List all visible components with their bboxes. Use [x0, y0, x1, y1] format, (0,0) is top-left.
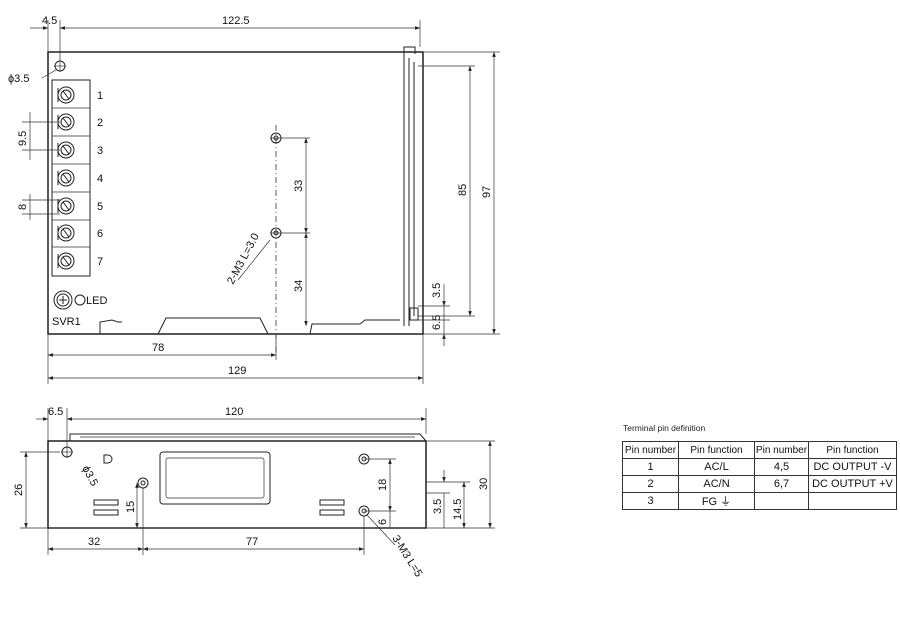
dim-v-3-5-side: 3.5 [432, 499, 444, 514]
dim-v-34: 34 [293, 280, 305, 292]
pin-table-header: Pin function [808, 441, 897, 459]
dim-h-77: 77 [246, 536, 258, 548]
dim-v-26: 26 [13, 484, 25, 496]
pin-number-cell: 3 [622, 492, 679, 510]
screw-note-side: 3-M3 L=5 [389, 533, 424, 579]
pin-table-header: Pin function [678, 441, 755, 459]
table-row: 2 AC/N 6,7 DC OUTPUT +V [622, 475, 897, 493]
terminal-label: 2 [97, 117, 103, 129]
table-row: 3 FG ⏚ [622, 492, 897, 510]
pin-table: Pin number Pin function Pin number Pin f… [622, 441, 897, 510]
pin-function-cell: AC/L [678, 458, 755, 476]
dim-v-33: 33 [293, 180, 305, 192]
terminal-screws [57, 86, 75, 270]
terminal-label: 1 [97, 90, 103, 102]
dim-hole-dia: ϕ3.5 [8, 73, 29, 85]
pin-number-cell: 4,5 [754, 458, 809, 476]
pin-function-cell [808, 492, 897, 510]
dim-h-129: 129 [228, 365, 246, 377]
dim-v-14-5: 14.5 [452, 499, 464, 520]
dim-overall-width: 122.5 [222, 15, 250, 27]
dim-v-18: 18 [377, 479, 389, 491]
pin-table-header-row: Pin number Pin function Pin number Pin f… [622, 441, 897, 459]
pin-number-cell: 6,7 [754, 475, 809, 493]
table-row: 1 AC/L 4,5 DC OUTPUT -V [622, 458, 897, 476]
svr-label: SVR1 [52, 316, 81, 328]
pin-function-cell: DC OUTPUT +V [808, 475, 897, 493]
led-label: LED [86, 295, 107, 307]
dim-v-97: 97 [481, 186, 493, 198]
dim-v-3-5: 3.5 [431, 283, 443, 298]
pin-function-cell: DC OUTPUT -V [808, 458, 897, 476]
svr-potentiometer-icon [53, 290, 73, 310]
dim-v-15: 15 [125, 501, 137, 513]
terminal-label: 7 [97, 256, 103, 268]
terminal-label: 6 [97, 228, 103, 240]
pin-function-cell: AC/N [678, 475, 755, 493]
top-view: 1 2 3 4 5 6 7 LED SVR1 2-M3 L=3.0 122.5 [8, 15, 500, 384]
top-view-outline [47, 51, 424, 335]
screw-note: 2-M3 L=3.0 [225, 231, 262, 286]
pin-table-title: Terminal pin definition [623, 423, 706, 433]
dim-pitch-2: 8 [17, 204, 29, 210]
dim-v-30: 30 [478, 478, 490, 490]
pin-table-header: Pin number [754, 441, 809, 459]
terminal-label: 5 [97, 201, 103, 213]
dim-h-32: 32 [88, 536, 100, 548]
pin-number-cell: 1 [622, 458, 679, 476]
side-view: 120 6.5 ϕ3.5 26 15 18 6 3.5 14.5 30 [13, 406, 495, 579]
terminal-label: 3 [97, 145, 103, 157]
pin-number-cell: 2 [622, 475, 679, 493]
dim-hole-offset: 4.5 [42, 15, 57, 27]
side-window [159, 451, 271, 505]
dim-pitch: 9.5 [17, 131, 29, 146]
pin-number-cell [754, 492, 809, 510]
dim-v-6-5: 6.5 [431, 315, 443, 330]
dim-h-78: 78 [152, 342, 164, 354]
dim-h-6-5: 6.5 [48, 406, 63, 418]
dim-v-6: 6 [377, 519, 389, 525]
dim-v-85: 85 [457, 184, 469, 196]
terminal-label: 4 [97, 173, 103, 185]
pin-function-cell: FG ⏚ [678, 492, 755, 510]
terminal-block [51, 79, 91, 277]
pin-table-header: Pin number [622, 441, 679, 459]
dim-hole-dia-side: ϕ3.5 [79, 464, 100, 489]
dim-h-120: 120 [225, 406, 243, 418]
led-icon [74, 294, 86, 306]
